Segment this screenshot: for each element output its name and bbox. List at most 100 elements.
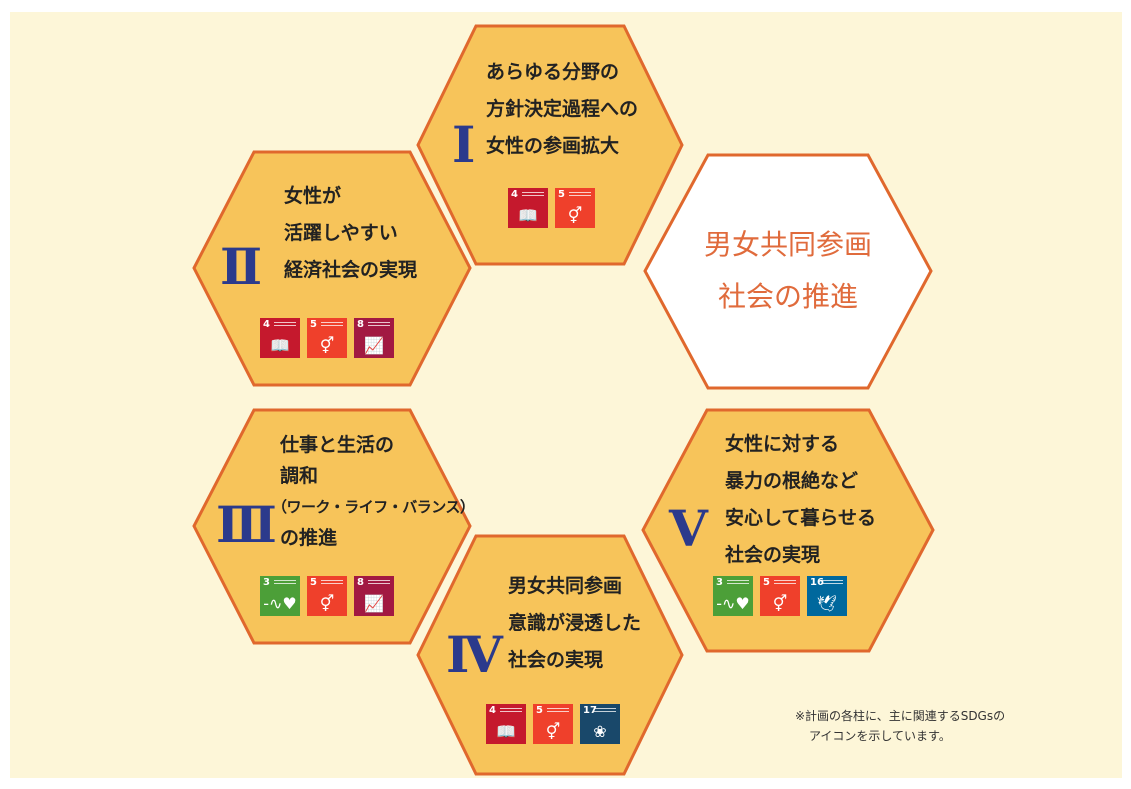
growth-chart-icon: 📈	[364, 594, 384, 613]
sdg-goal-5-tile: 5⚥	[307, 318, 347, 358]
heartbeat-icon: -∿♥	[263, 594, 297, 613]
pillar-5-text: 女性に対する 暴力の根絶など 安心して暮らせる 社会の実現	[725, 426, 876, 574]
pillar-4-sdg-icons: 4📖5⚥17❀	[486, 704, 620, 744]
pillar-3-sdg-icons: 3-∿♥5⚥8📈	[260, 576, 394, 616]
sdg-goal-number: 5	[558, 189, 565, 200]
sdg-goal-caption	[321, 322, 343, 323]
pillar-1-sdg-icons: 4📖5⚥	[508, 188, 595, 228]
pillar-1-text: あらゆる分野の 方針決定過程への 女性の参画拡大	[486, 54, 638, 165]
center-title-line-1: 男女共同参画	[703, 228, 872, 261]
pillar-2-numeral: Ⅱ	[220, 237, 263, 296]
sdg-goal-number: 8	[357, 577, 364, 588]
sdg-goal-4-tile: 4📖	[486, 704, 526, 744]
sdg-goal-caption	[274, 322, 296, 323]
sdg-goal-number: 16	[810, 577, 824, 588]
sdg-goal-number: 4	[489, 705, 496, 716]
center-title: 男女共同参画 社会の推進	[643, 219, 933, 323]
book-icon: 📖	[518, 206, 538, 225]
pillar-3-hexagon: Ⅲ 仕事と生活の 調和 （ワーク・ライフ・バランス） の推進 3-∿♥5⚥8📈	[192, 408, 475, 645]
pillar-2-line-3: 経済社会の実現	[284, 259, 418, 281]
pillar-1-hexagon-shape	[416, 24, 684, 266]
book-icon: 📖	[270, 336, 290, 355]
pillar-3-line-3: （ワーク・ライフ・バランス）	[272, 498, 475, 516]
center-title-line-2: 社会の推進	[717, 280, 858, 313]
sdg-goal-caption	[727, 580, 749, 581]
sdg-goal-caption	[821, 580, 843, 581]
sdg-goal-3-tile: 3 -∿♥	[713, 576, 753, 616]
pillar-4-line-2: 意識が浸透した	[508, 612, 642, 634]
pillar-1-line-2: 方針決定過程への	[486, 98, 639, 120]
footnote-line-1: ※計画の各柱に、主に関連するSDGsの	[795, 709, 1006, 723]
book-icon: 📖	[496, 722, 516, 741]
sdg-goal-number: 5	[763, 577, 770, 588]
sdg-goal-5-tile: 5⚥	[555, 188, 595, 228]
sdg-goal-caption	[594, 708, 616, 709]
pillar-4-text: 男女共同参画 意識が浸透した 社会の実現	[508, 568, 641, 679]
sdg-goal-number: 3	[716, 577, 723, 588]
center-hexagon: 男女共同参画 社会の推進	[643, 153, 933, 390]
sdg-goal-4-tile: 4📖	[508, 188, 548, 228]
pillar-4-numeral: Ⅳ	[446, 625, 503, 684]
pillar-3-numeral: Ⅲ	[216, 495, 277, 554]
pillar-5-hexagon: Ⅴ 女性に対する 暴力の根絶など 安心して暮らせる 社会の実現 3-∿♥5⚥16…	[641, 408, 935, 653]
sdg-goal-caption	[569, 192, 591, 193]
heartbeat-icon: -∿♥	[716, 594, 750, 613]
gender-equality-icon: ⚥	[319, 336, 335, 355]
pillar-3-line-2: 調和	[280, 465, 319, 487]
sdg-goal-caption	[500, 708, 522, 709]
sdg-goal-16-tile: 16 🕊	[807, 576, 847, 616]
footnote-line-2: アイコンを示しています。	[809, 729, 951, 743]
pillar-1-line-1: あらゆる分野の	[486, 61, 620, 83]
pillar-2-text: 女性が 活躍しやすい 経済社会の実現	[284, 178, 417, 289]
growth-chart-icon: 📈	[364, 336, 384, 355]
sdg-goal-caption	[547, 708, 569, 709]
pillar-4-hexagon: Ⅳ 男女共同参画 意識が浸透した 社会の実現 4📖5⚥17❀	[416, 534, 684, 776]
sdg-goal-5-tile: 5⚥	[760, 576, 800, 616]
pillar-2-sdg-icons: 4📖5⚥8📈	[260, 318, 394, 358]
gender-equality-icon: ⚥	[545, 722, 561, 741]
gender-equality-icon: ⚥	[567, 206, 583, 225]
sdg-goal-number: 17	[583, 705, 597, 716]
pillar-5-numeral: Ⅴ	[669, 499, 708, 558]
sdg-goal-number: 5	[310, 319, 317, 330]
sdg-goal-number: 3	[263, 577, 270, 588]
pillar-5-sdg-icons: 3 -∿♥ 5⚥ 16 🕊	[713, 576, 847, 616]
sdg-goal-number: 5	[310, 577, 317, 588]
sdg-goal-number: 8	[357, 319, 364, 330]
pillar-3-text: 仕事と生活の 調和 （ワーク・ライフ・バランス） の推進	[272, 430, 475, 554]
gender-equality-icon: ⚥	[319, 594, 335, 613]
sdg-goal-5-tile: 5⚥	[307, 576, 347, 616]
partnership-flower-icon: ❀	[593, 722, 607, 741]
pillar-5-line-3: 安心して暮らせる	[725, 507, 877, 529]
dove-gavel-icon: 🕊	[816, 594, 838, 613]
sdg-goal-8-tile: 8📈	[354, 576, 394, 616]
pillar-2-line-2: 活躍しやすい	[284, 222, 398, 244]
sdg-goal-caption	[274, 580, 296, 581]
sdg-goal-8-tile: 8📈	[354, 318, 394, 358]
pillar-4-line-1: 男女共同参画	[508, 575, 623, 597]
pillar-2-hexagon: Ⅱ 女性が 活躍しやすい 経済社会の実現 4📖5⚥8📈	[192, 150, 472, 387]
sdg-goal-17-tile: 17 ❀	[580, 704, 620, 744]
pillar-5-line-2: 暴力の根絶など	[725, 470, 859, 492]
pillar-1-numeral: Ⅰ	[452, 115, 476, 174]
pillar-1-hexagon: Ⅰ あらゆる分野の 方針決定過程への 女性の参画拡大 4📖5⚥	[416, 24, 684, 266]
sdg-goal-number: 5	[536, 705, 543, 716]
sdg-goal-caption	[368, 580, 390, 581]
pillar-4-line-3: 社会の実現	[508, 649, 604, 671]
sdg-goal-caption	[321, 580, 343, 581]
sdg-footnote: ※計画の各柱に、主に関連するSDGsの アイコンを示しています。	[795, 706, 1005, 746]
pillar-3-line-4: の推進	[280, 527, 338, 549]
sdg-goal-caption	[368, 322, 390, 323]
pillar-5-line-4: 社会の実現	[725, 544, 821, 566]
sdg-goal-caption	[774, 580, 796, 581]
center-hexagon-shape	[643, 153, 933, 390]
pillar-5-line-1: 女性に対する	[725, 433, 840, 455]
sdg-goal-number: 4	[263, 319, 270, 330]
sdg-goal-5-tile: 5⚥	[533, 704, 573, 744]
sdg-goal-3-tile: 3 -∿♥	[260, 576, 300, 616]
pillar-1-line-3: 女性の参画拡大	[486, 135, 620, 157]
sdg-goal-caption	[522, 192, 544, 193]
sdg-goal-4-tile: 4📖	[260, 318, 300, 358]
pillar-2-line-1: 女性が	[284, 185, 342, 207]
